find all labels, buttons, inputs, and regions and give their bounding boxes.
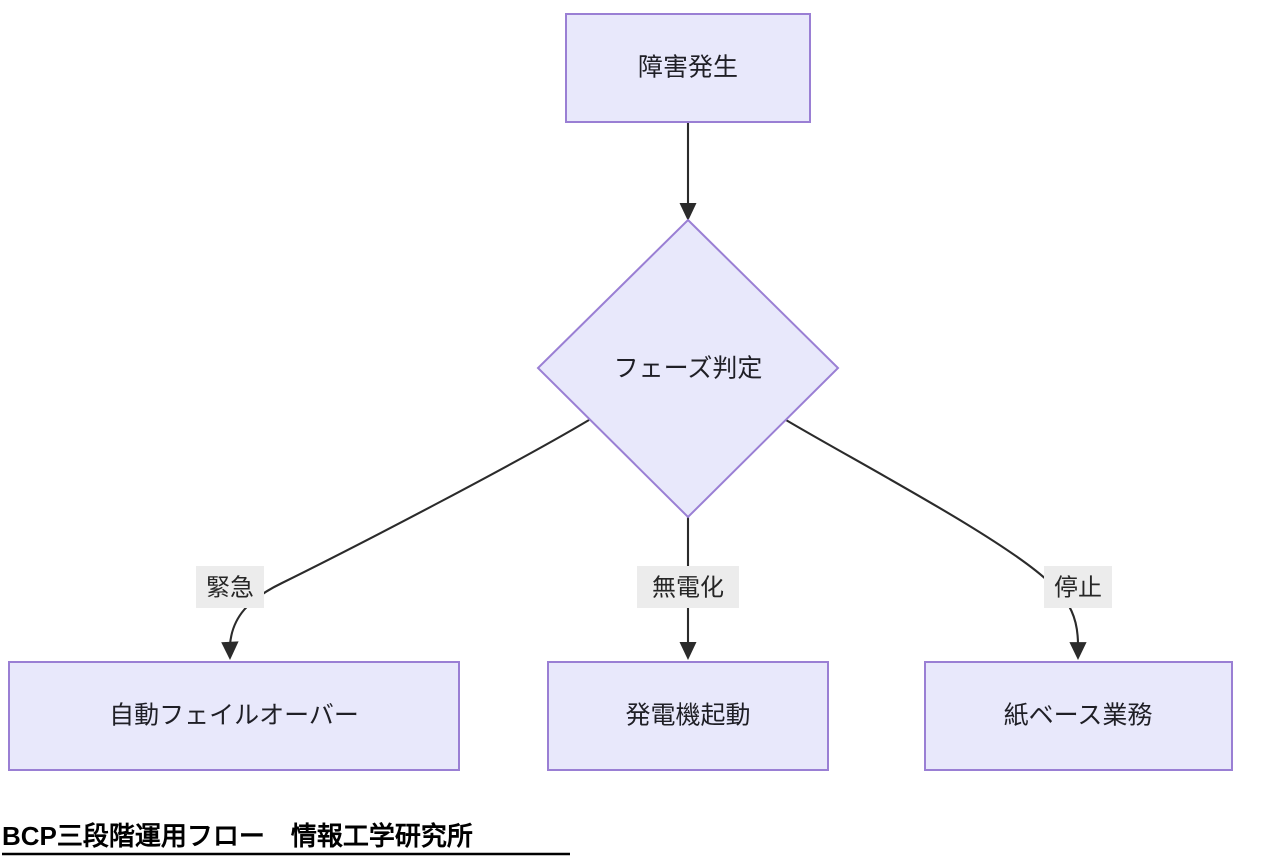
edge-label-emergency-bg	[196, 566, 264, 608]
node-start-shape[interactable]	[565, 13, 811, 123]
node-start-label: 障害発生	[638, 54, 738, 82]
edge-arrowhead-decision-paper	[1069, 642, 1087, 660]
edge-label-blackout-bg	[637, 566, 739, 608]
diagram-caption-text: BCP三段階運用フロー 情報工学研究所	[2, 821, 473, 851]
node-decision[interactable]: フェーズ判定	[536, 218, 840, 519]
edge-start-to-decision	[679, 123, 697, 221]
edge-label-emergency: 緊急	[196, 566, 264, 608]
node-generator[interactable]: 発電機起動	[547, 661, 829, 771]
node-paper-label: 紙ベース業務	[1004, 702, 1153, 730]
edge-arrowhead-start-decision	[679, 203, 697, 221]
edge-path-decision-failover	[228, 419, 590, 646]
edge-arrowhead-decision-generator	[679, 642, 697, 660]
edge-label-blackout: 無電化	[637, 566, 739, 608]
edge-arrowhead-decision-failover	[221, 641, 239, 660]
node-paper-shape[interactable]	[924, 661, 1233, 771]
node-paper[interactable]: 紙ベース業務	[924, 661, 1233, 771]
edge-decision-to-failover	[221, 419, 590, 660]
edge-label-emergency-text: 緊急	[206, 574, 254, 601]
edge-label-halt: 停止	[1044, 566, 1112, 608]
node-start[interactable]: 障害発生	[565, 13, 811, 123]
edge-label-blackout-text: 無電化	[652, 574, 724, 601]
edge-decision-to-paper	[785, 419, 1087, 660]
edge-label-halt-text: 停止	[1054, 574, 1102, 601]
node-failover-shape[interactable]	[8, 661, 460, 771]
node-generator-shape[interactable]	[547, 661, 829, 771]
node-generator-label: 発電機起動	[625, 702, 750, 730]
edge-path-decision-paper	[785, 419, 1080, 646]
edge-label-halt-bg	[1044, 566, 1112, 608]
node-decision-shape[interactable]	[536, 218, 840, 519]
node-failover[interactable]: 自動フェイルオーバー	[8, 661, 460, 771]
diagram-caption: BCP三段階運用フロー 情報工学研究所	[2, 821, 570, 856]
node-failover-label: 自動フェイルオーバー	[109, 702, 359, 730]
node-decision-label: フェーズ判定	[614, 355, 763, 383]
